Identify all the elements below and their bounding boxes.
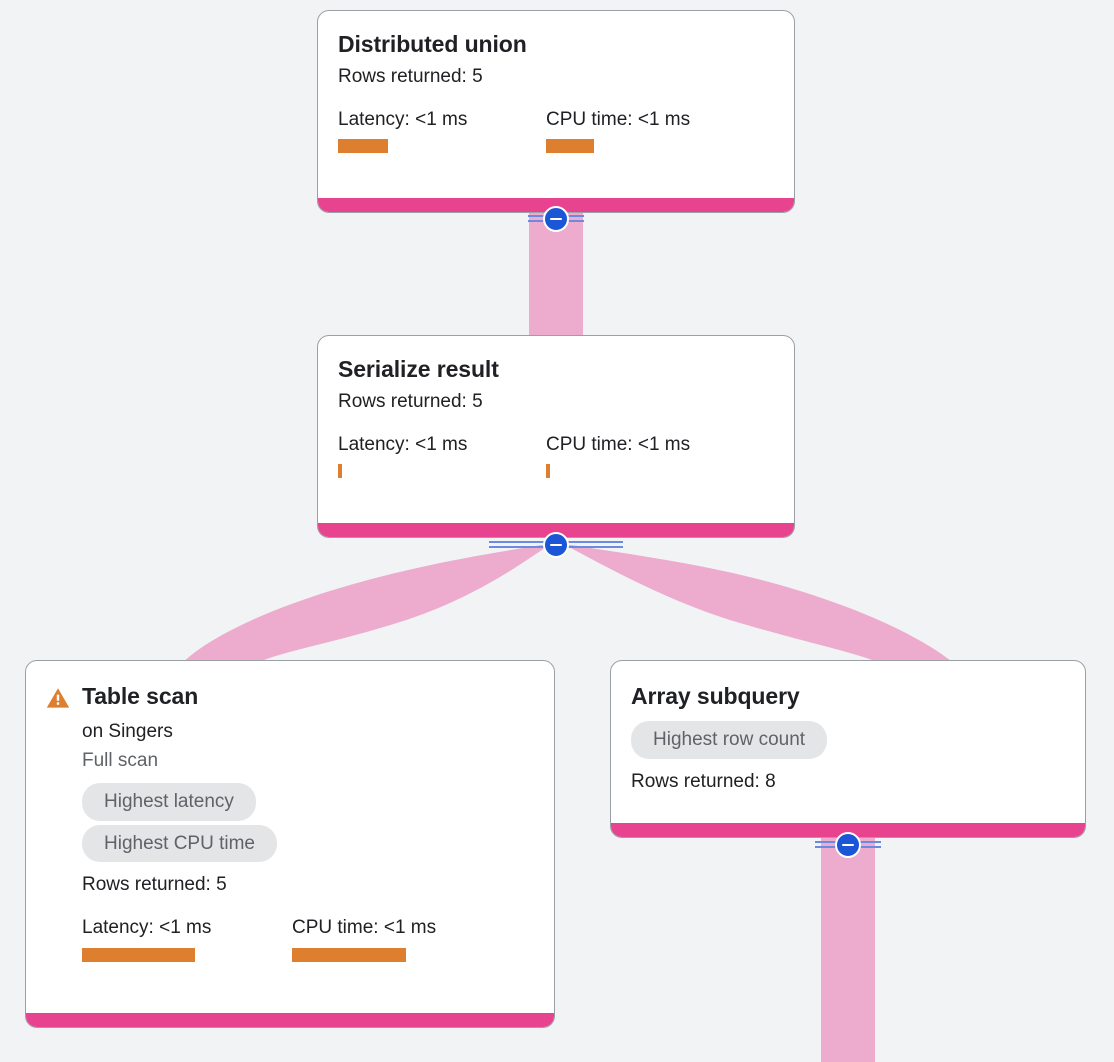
metric-latency-label: Latency: <1 ms: [82, 916, 212, 938]
node-body: Table scan on Singers Full scan Highest …: [26, 661, 554, 1013]
node-footer-bar: [26, 1013, 554, 1027]
rail-line: [528, 215, 547, 217]
toggle-rail-right: [565, 212, 584, 226]
toggle-serialize-result[interactable]: [489, 532, 623, 558]
toggle-array-subquery[interactable]: [815, 832, 881, 858]
warning-icon: [46, 687, 70, 714]
metric-cpu-time-label: CPU time: <1 ms: [546, 433, 691, 455]
node-footer-bar: [318, 523, 794, 537]
toggle-rail-right: [565, 538, 623, 552]
rows-returned: Rows returned: 5: [82, 874, 227, 896]
node-footer-bar: [318, 198, 794, 212]
rows-returned: Rows returned: 8: [631, 770, 776, 792]
node-title: Serialize result: [338, 356, 499, 382]
metrics-row: Latency: <1 ms CPU time: <1 ms: [338, 433, 774, 479]
metric-cpu-time-bar: [292, 947, 406, 962]
node-scan-type: Full scan: [82, 749, 159, 771]
metric-latency-bar: [338, 139, 388, 154]
rail-line: [528, 220, 547, 222]
toggle-rail-left: [815, 838, 839, 852]
rail-line: [489, 541, 547, 543]
metric-cpu-time-bar: [546, 139, 594, 154]
node-serialize-result[interactable]: Serialize result Rows returned: 5 Latenc…: [317, 335, 795, 538]
minus-icon[interactable]: [543, 206, 569, 232]
chip-highest-cpu-time[interactable]: Highest CPU time: [82, 824, 277, 863]
node-chips: Highest row count: [631, 717, 1065, 759]
metric-cpu-time: CPU time: <1 ms: [546, 433, 690, 479]
minus-glyph: [550, 543, 562, 547]
node-header: Array subquery: [631, 683, 1065, 710]
edge-serialize-result-to-table-scan: [181, 545, 549, 664]
edge-serialize-result-to-array-subquery: [565, 545, 955, 664]
metrics-row: Latency: <1 ms CPU time: <1 ms: [82, 916, 534, 962]
edge-array-subquery-to-offscreen-child: [821, 838, 875, 1062]
metric-latency: Latency: <1 ms: [338, 108, 546, 154]
node-table-scan[interactable]: Table scan on Singers Full scan Highest …: [25, 660, 555, 1028]
node-array-subquery[interactable]: Array subquery Highest row count Rows re…: [610, 660, 1086, 838]
metric-cpu-time-bar: [546, 464, 550, 479]
node-body: Distributed union Rows returned: 5 Laten…: [318, 11, 794, 198]
metrics-row: Latency: <1 ms CPU time: <1 ms: [338, 108, 774, 154]
node-subtitle: on Singers: [82, 721, 173, 743]
rail-line: [857, 846, 881, 848]
metric-latency-label: Latency: <1 ms: [338, 433, 468, 455]
metric-cpu-time: CPU time: <1 ms: [292, 916, 436, 962]
node-header: Table scan on Singers Full scan Highest …: [46, 683, 534, 962]
metric-latency-bar: [338, 464, 342, 479]
metric-latency-label: Latency: <1 ms: [338, 108, 468, 130]
node-body: Serialize result Rows returned: 5 Latenc…: [318, 336, 794, 523]
rows-returned: Rows returned: 5: [338, 391, 483, 413]
rail-line: [815, 846, 839, 848]
metric-latency: Latency: <1 ms: [82, 916, 292, 962]
node-header: Serialize result: [338, 356, 774, 383]
metric-cpu-time-label: CPU time: <1 ms: [546, 108, 691, 130]
node-distributed-union[interactable]: Distributed union Rows returned: 5 Laten…: [317, 10, 795, 213]
minus-icon[interactable]: [543, 532, 569, 558]
toggle-distributed-union[interactable]: [528, 206, 584, 232]
toggle-rail-left: [489, 538, 547, 552]
minus-glyph: [550, 217, 562, 221]
node-chips: Highest latency Highest CPU time: [82, 779, 534, 863]
node-footer-bar: [611, 823, 1085, 837]
rail-line: [565, 215, 584, 217]
minus-icon[interactable]: [835, 832, 861, 858]
metric-latency-bar: [82, 947, 195, 962]
rail-line: [565, 541, 623, 543]
node-title: Distributed union: [338, 31, 527, 57]
node-header: Distributed union: [338, 31, 774, 58]
rail-line: [565, 220, 584, 222]
toggle-rail-left: [528, 212, 547, 226]
toggle-rail-right: [857, 838, 881, 852]
chip-highest-row-count[interactable]: Highest row count: [631, 721, 828, 759]
node-title: Array subquery: [631, 683, 800, 709]
chip-highest-latency[interactable]: Highest latency: [82, 783, 256, 821]
rows-returned: Rows returned: 5: [338, 66, 483, 88]
edge-distributed-union-to-serialize-result: [529, 213, 583, 336]
node-body: Array subquery Highest row count Rows re…: [611, 661, 1085, 823]
metric-cpu-time: CPU time: <1 ms: [546, 108, 690, 154]
metric-cpu-time-label: CPU time: <1 ms: [292, 916, 437, 938]
rail-line: [815, 841, 839, 843]
rail-line: [857, 841, 881, 843]
rail-line: [489, 546, 547, 548]
metric-latency: Latency: <1 ms: [338, 433, 546, 479]
minus-glyph: [842, 843, 854, 847]
node-title: Table scan: [82, 683, 199, 709]
rail-line: [565, 546, 623, 548]
